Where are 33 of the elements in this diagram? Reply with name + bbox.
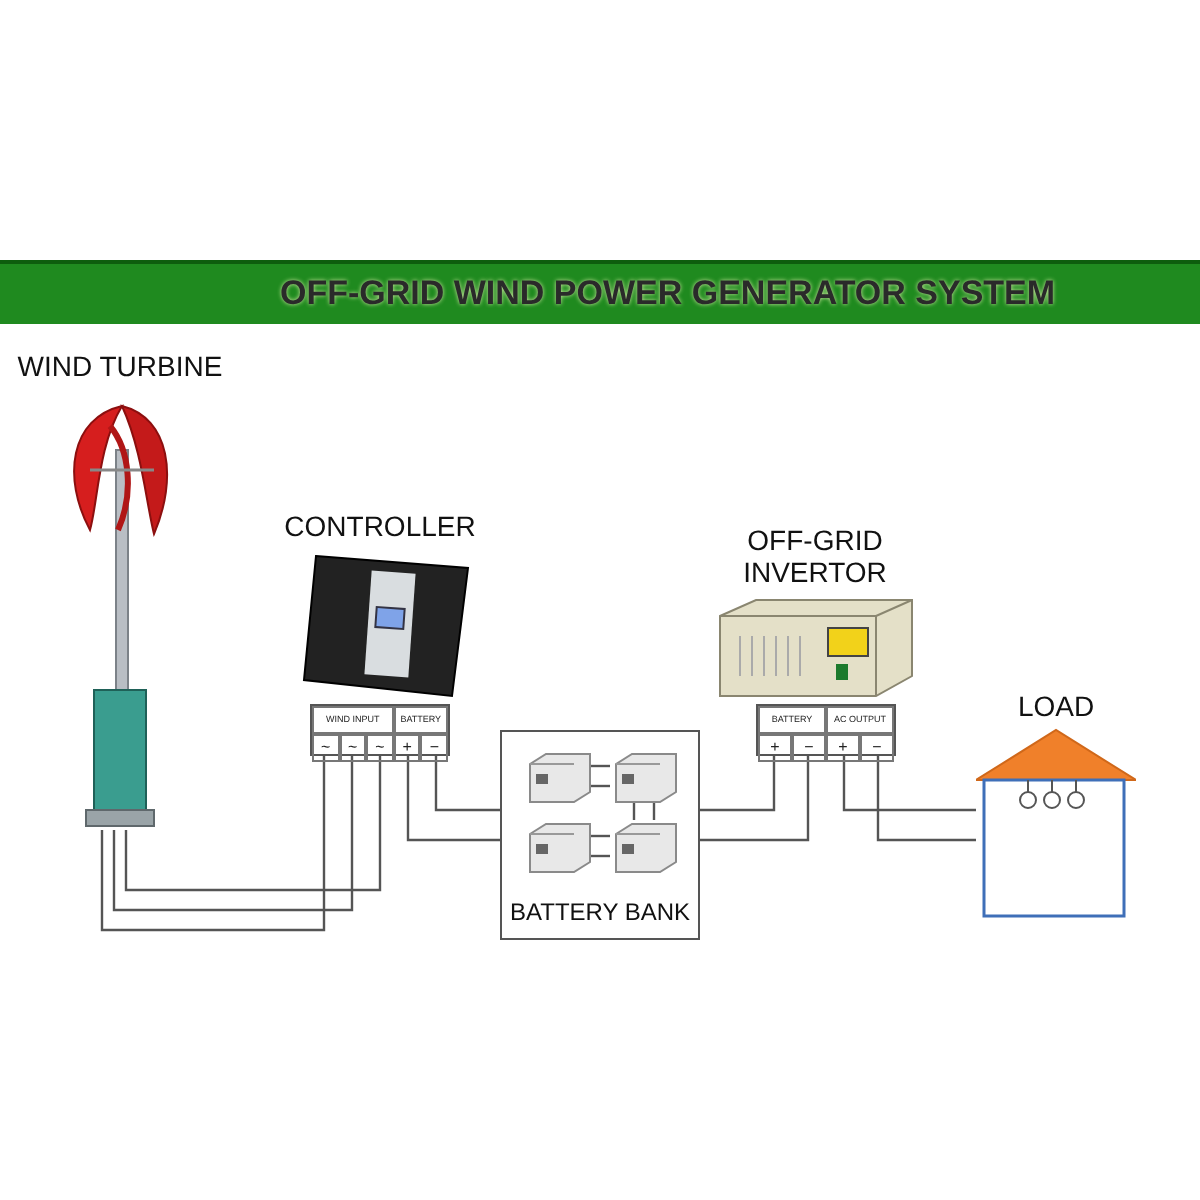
wire (700, 756, 810, 842)
device-label: LOAD (1015, 690, 1097, 722)
wire (124, 756, 382, 892)
battery-bank-box (500, 730, 700, 940)
wire (842, 756, 976, 812)
terminal-sign: + (393, 734, 421, 762)
terminal-sign: + (758, 734, 792, 762)
terminal-block (756, 704, 896, 756)
wire (100, 756, 326, 932)
terminal-sign: − (420, 734, 448, 762)
terminal-sign: ~ (366, 734, 394, 762)
wire (632, 802, 636, 820)
terminal-sign: ~ (339, 734, 367, 762)
wire (590, 784, 610, 788)
diagram-title: OFF-GRID WIND POWER GENERATOR SYSTEM (280, 274, 1056, 314)
terminal-sign: − (860, 734, 894, 762)
device-label: WIND TURBINE (15, 350, 225, 382)
wire (406, 756, 500, 842)
wire (112, 756, 354, 912)
wire (876, 756, 976, 842)
wire (434, 756, 500, 812)
wire (590, 834, 610, 838)
terminal-sign: + (826, 734, 860, 762)
terminal-sign: − (792, 734, 826, 762)
device-label: CONTROLLER (282, 510, 478, 542)
wire (700, 756, 776, 812)
wire (652, 802, 656, 820)
terminal-sign: ~ (312, 734, 340, 762)
terminal-block (310, 704, 450, 756)
device-label: BATTERY BANK (510, 896, 690, 928)
wire (590, 764, 610, 768)
device-label: OFF-GRID INVERTOR (741, 524, 889, 588)
wire (590, 854, 610, 858)
